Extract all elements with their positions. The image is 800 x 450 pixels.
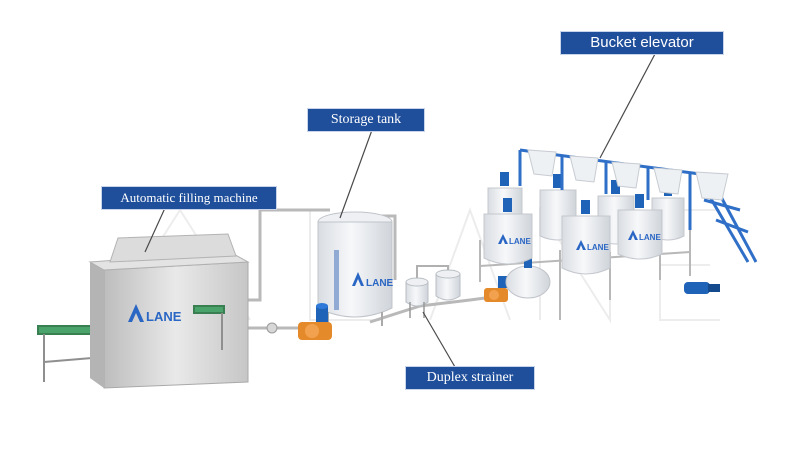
mixing-tank-logo: LANE [587, 243, 609, 252]
logo-mark-icon [628, 230, 638, 240]
pump-icon [266, 303, 332, 340]
leader-lines [144, 53, 656, 368]
logo-mark-icon [576, 240, 586, 250]
filling-machine-logo: LANE [146, 309, 182, 324]
motor-icon [684, 282, 720, 294]
duplex-strainer-label: Duplex strainer [405, 366, 535, 390]
motor-icon [498, 276, 507, 288]
bucket-elevator [518, 148, 758, 294]
logo-mark-icon [498, 234, 508, 244]
mixing-tank-logo: LANE [509, 237, 531, 246]
conveyor-right [193, 305, 225, 350]
conveyor-left [37, 325, 99, 382]
mixing-tank-group: LANE LANE LANE [479, 172, 691, 320]
logo-mark-icon [128, 304, 144, 322]
storage-tank-label: Storage tank [307, 108, 425, 132]
motor-icon [316, 303, 328, 322]
bucket-elevator-label: Bucket elevator [560, 31, 724, 55]
logo-mark-icon [352, 272, 364, 286]
storage-tank: LANE [317, 211, 394, 328]
filling-machine: LANE [37, 233, 250, 389]
pump-icon [484, 276, 508, 302]
storage-tank-logo: LANE [366, 278, 394, 289]
mixing-tank-logo: LANE [639, 233, 661, 242]
filling-machine-label: Automatic filling machine [101, 186, 277, 210]
duplex-strainer [405, 265, 461, 318]
